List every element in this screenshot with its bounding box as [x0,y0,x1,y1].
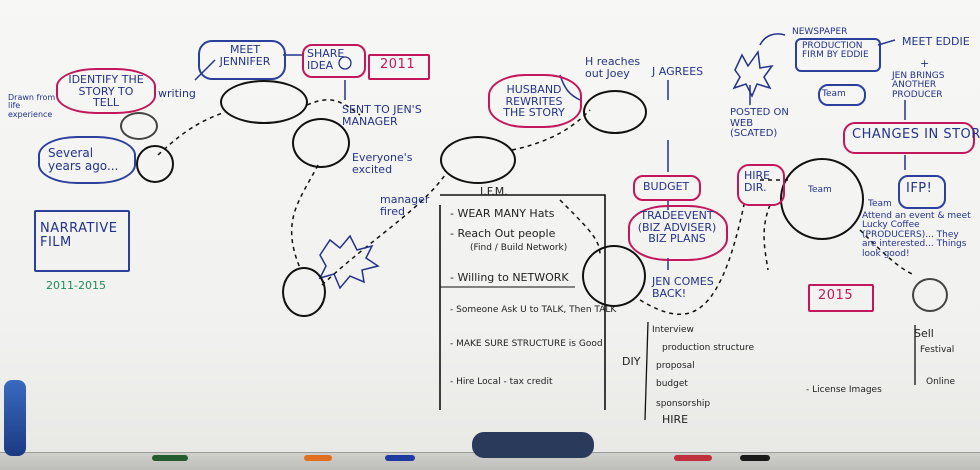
ifm-item-2b: (Find / Build Network) [470,243,568,253]
marker-orange[interactable] [304,455,332,461]
label-years-range: 2011-2015 [46,279,106,292]
face-circle-right [912,278,948,312]
hire-dir-box [737,164,785,206]
label-tradeevent: TRADEEVENT (BIZ ADVISER) BIZ PLANS [637,209,717,246]
eraser[interactable] [472,432,594,458]
several-years-bubble [38,136,136,184]
label-budget-small: budget [656,379,688,389]
husband-rewrites-bubble [488,74,582,128]
tradeevent-bubble [628,205,728,261]
label-meet-jennifer: MEET JENNIFER [219,43,271,68]
ifp-box [898,175,946,209]
label-ifp: IFP! [906,181,933,196]
label-team-3: Team [868,199,892,209]
label-changes-in-story: CHANGES IN STORY [852,127,980,142]
label-sent-to-manager: SENT TO JEN'S MANAGER [342,103,422,128]
ifm-item-6: - Hire Local - tax credit [450,377,553,387]
label-several-years: Several years ago... [48,146,119,173]
budget-box [633,175,701,201]
label-diy: DIY [622,355,641,368]
changes-in-story-box [843,122,975,154]
marker-black[interactable] [740,455,770,461]
label-h-reaches: H reaches out Joey [585,55,641,80]
ifm-item-5: - MAKE SURE STRUCTURE is Good [450,339,603,349]
label-festival: Festival [920,345,955,355]
label-hire-dir: HIRE DIR. [744,169,771,194]
label-attend-event: Attend an event & meet Lucky Coffee (PRO… [862,211,971,259]
label-writing: writing [158,87,196,100]
marker-red[interactable] [674,455,712,461]
year-2015-box [808,284,874,312]
meet-jennifer-box [198,40,286,80]
label-online: Online [926,377,956,387]
production-firm-box [795,38,881,72]
label-jen-brings: JEN BRINGS ANOTHER PRODUCER [892,71,945,100]
label-newspaper: NEWSPAPER [792,27,848,37]
husband-wife-circle [440,136,516,184]
year-2011-box [368,54,430,80]
label-drawn-from: Drawn from life experience [8,93,56,119]
label-year-2015: 2015 [818,288,854,303]
label-sponsorship: sponsorship [656,399,711,409]
group-circle-left [582,245,646,307]
ifm-item-2: - Reach Out people [450,227,556,240]
label-everyones-excited: Everyone's excited [352,151,413,176]
ifm-item-4: - Someone Ask U to TALK, Then TALK [450,305,617,315]
narrative-film-box [34,210,130,272]
spray-bottle[interactable] [4,380,26,456]
posted-web-box [818,84,866,106]
label-hire: HIRE [662,413,689,426]
label-husband-rewrites: HUSBAND REWRITES THE STORY [503,83,565,120]
face-circle-1 [136,145,174,183]
label-team-2: Team [808,185,832,195]
label-plus: + [920,57,930,70]
manager-circle [292,118,350,168]
label-posted-on-web: POSTED ON WEB (SCATED) [730,107,789,139]
label-year-2011: 2011 [380,57,416,72]
label-share-idea: SHARE IDEA [307,47,345,72]
ifm-item-3: - Willing to NETWORK [450,271,569,284]
label-proposal: proposal [656,361,695,371]
label-manager-fired: manager fired [380,193,430,218]
marker-green[interactable] [152,455,188,461]
label-meet-eddie: MEET EDDIE [902,35,970,48]
sad-face-circle [282,267,326,317]
ifm-item-1: - WEAR MANY Hats [450,207,555,220]
marker-blue[interactable] [385,455,415,461]
label-production-firm: PRODUCTION FIRM BY EDDIE [802,41,869,61]
duo-circle [220,80,308,124]
label-team-1: Team [822,89,846,99]
ahj-circle [583,90,647,134]
share-idea-box [302,44,366,78]
label-sell: Sell [914,327,934,340]
team-circle [780,158,864,240]
label-license-images: - License Images [806,385,882,395]
label-jen-comes-back: JEN COMES BACK! [652,275,714,300]
label-identify-story: IDENTIFY THE STORY TO TELL [68,73,144,110]
identify-story-bubble [56,68,156,114]
label-narrative-film: NARRATIVE FILM [40,221,118,250]
label-j-agrees: J AGREES [652,65,704,78]
label-budget: BUDGET [643,180,690,193]
label-interview: Interview [652,325,694,335]
label-production-structure: production structure [662,343,755,353]
label-ifm: I.F.M. [480,185,508,198]
face-circle-2 [120,112,158,140]
